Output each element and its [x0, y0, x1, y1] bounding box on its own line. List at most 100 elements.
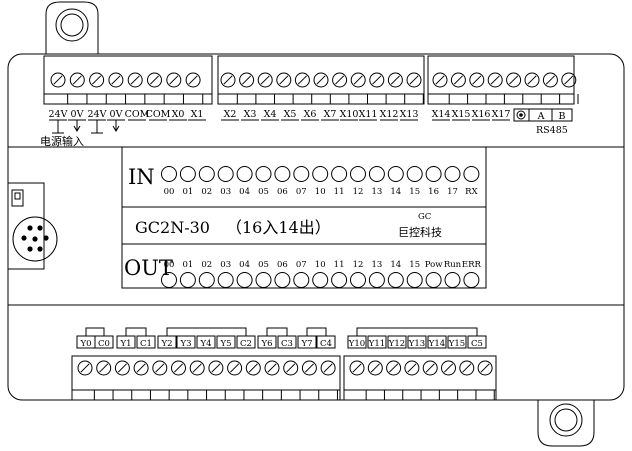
terminal-screw[interactable] [459, 360, 475, 376]
terminal-screw[interactable] [320, 360, 336, 376]
bottom-terminal-label: Y6 [260, 339, 272, 349]
out-led [312, 272, 329, 288]
terminal-screw[interactable] [387, 72, 403, 88]
terminal-screw[interactable] [152, 360, 168, 376]
output-group-bracket [306, 327, 327, 336]
mounting-ear-bottom-right [537, 400, 595, 447]
out-led-label: 00 [164, 260, 175, 270]
terminal-screw[interactable] [245, 360, 261, 376]
terminal-screw[interactable] [108, 72, 124, 88]
terminal-screw[interactable] [406, 72, 422, 88]
terminal-screw[interactable] [506, 72, 522, 88]
bottom-label-box [407, 335, 427, 349]
in-led-label: 14 [390, 187, 401, 197]
model-label: GC2N-30 [135, 218, 210, 237]
in-led-label: 04 [239, 187, 250, 197]
terminal-screw[interactable] [127, 72, 143, 88]
out-led-label: Pow [425, 260, 443, 270]
bottom-terminal-label: Y12 [388, 339, 405, 349]
bottom-label-box [447, 335, 467, 349]
top-terminal-label: X12 [380, 109, 399, 120]
terminal-screw[interactable] [469, 72, 485, 88]
top-terminal-label: B [559, 111, 566, 122]
terminal-screw[interactable] [487, 72, 503, 88]
terminal-screw[interactable] [294, 72, 310, 88]
bottom-terminal-label: Y5 [219, 339, 231, 349]
in-led [350, 166, 366, 182]
bottom-terminal-label: Y14 [428, 339, 445, 349]
terminal-screw[interactable] [542, 72, 558, 88]
top-terminal-label: X16 [472, 109, 491, 120]
out-led [387, 272, 404, 288]
terminal-screw[interactable] [367, 360, 383, 376]
terminal-screw[interactable] [477, 360, 493, 376]
terminal-screw[interactable] [404, 360, 420, 376]
terminal-screw[interactable] [77, 360, 93, 376]
out-led-label: 15 [409, 260, 420, 270]
bottom-label-box [387, 335, 407, 349]
top-terminal-label: X6 [304, 109, 317, 120]
terminal-screw[interactable] [561, 72, 577, 88]
terminal-screw[interactable] [257, 72, 273, 88]
terminal-screw[interactable] [208, 360, 224, 376]
terminal-screw[interactable] [133, 360, 149, 376]
terminal-screw[interactable] [432, 72, 448, 88]
terminal-screw[interactable] [147, 72, 162, 88]
out-led [463, 272, 480, 288]
out-led [274, 272, 291, 288]
terminal-screw[interactable] [301, 360, 317, 376]
terminal-screw[interactable] [166, 72, 182, 88]
out-led-label: 03 [220, 260, 231, 270]
bottom-terminal-blocks [71, 355, 497, 401]
terminal-screw[interactable] [386, 360, 402, 376]
terminal-screw[interactable] [89, 72, 105, 88]
rs485-label: RS485 [536, 125, 568, 136]
terminal-screw[interactable] [96, 360, 112, 376]
top-terminal-label: X1 [191, 109, 204, 120]
bottom-block-2 [343, 355, 497, 401]
in-led [236, 166, 253, 182]
out-led-label: ERR [462, 260, 482, 270]
top-terminal-label: 24V [88, 109, 107, 120]
terminal-screw[interactable] [185, 72, 201, 88]
terminal-screw[interactable] [524, 72, 540, 88]
power-input-arrows [52, 120, 120, 134]
terminal-screw[interactable] [369, 72, 385, 88]
out-led [161, 272, 177, 288]
terminal-screw[interactable] [189, 360, 205, 376]
terminal-screw[interactable] [350, 72, 366, 88]
terminal-screw[interactable] [441, 360, 456, 376]
bottom-terminal-label: C3 [281, 339, 293, 349]
bottom-label-box [196, 335, 216, 349]
terminal-screw[interactable] [171, 360, 186, 376]
bottom-terminal-label: C5 [471, 339, 483, 349]
out-led-label: 02 [201, 260, 212, 270]
terminal-screw[interactable] [422, 360, 438, 376]
bottom-terminal-label: Y1 [119, 339, 131, 349]
terminal-screw[interactable] [276, 72, 292, 88]
top-terminal-label: X4 [264, 109, 277, 120]
terminal-screw[interactable] [349, 360, 365, 376]
terminal-screw[interactable] [220, 72, 236, 88]
terminal-screw[interactable] [313, 72, 329, 88]
terminal-screw[interactable] [264, 360, 280, 376]
terminal-screw[interactable] [332, 72, 348, 88]
out-led-label: 06 [277, 260, 288, 270]
terminal-screw[interactable] [450, 72, 466, 88]
top-terminal-label: X17 [492, 109, 511, 120]
terminal-screw[interactable] [50, 72, 66, 88]
bottom-terminal-label: Y15 [448, 339, 465, 349]
out-led-label: 01 [182, 260, 193, 270]
in-led [312, 166, 329, 182]
bottom-terminal-label: Y11 [368, 339, 385, 349]
out-led [368, 272, 385, 288]
terminal-screw[interactable] [69, 72, 85, 88]
in-led [406, 166, 423, 182]
terminal-screw[interactable] [283, 360, 299, 376]
out-led [444, 272, 461, 288]
terminal-screw[interactable] [114, 360, 130, 376]
terminal-screw[interactable] [227, 360, 243, 376]
terminal-screw[interactable] [239, 72, 255, 88]
